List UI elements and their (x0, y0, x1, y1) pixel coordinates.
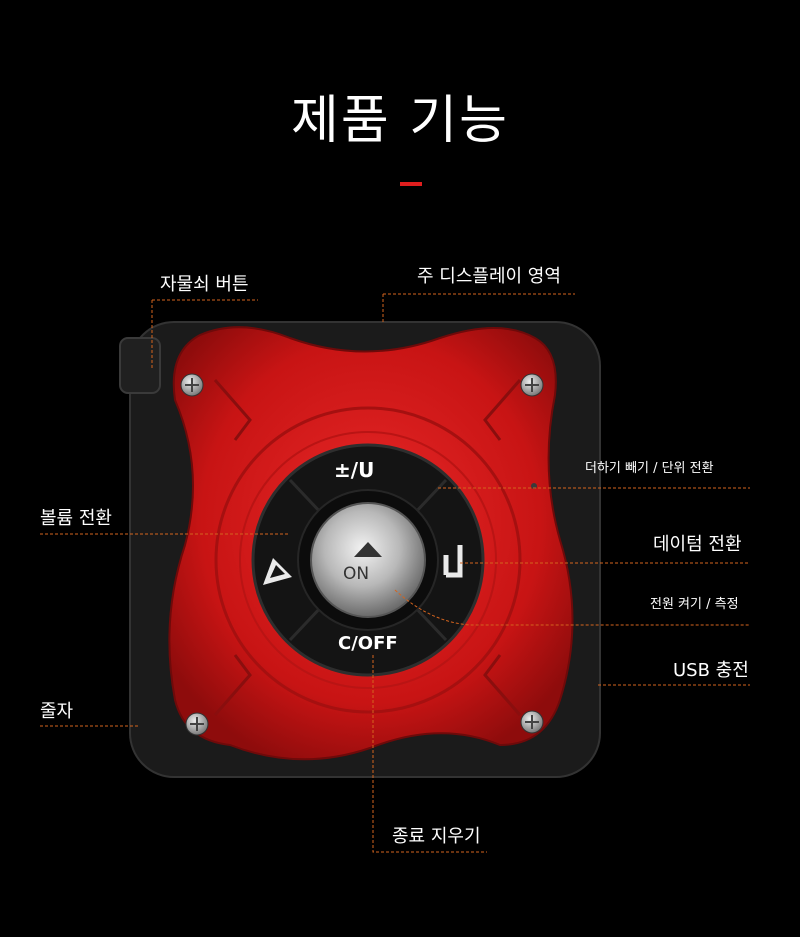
callout-datum-switch: 데이텀 전환 (653, 534, 742, 555)
callout-lock-button: 자물쇠 버튼 (160, 274, 249, 295)
callout-volume-switch: 볼륨 전환 (40, 508, 112, 529)
datum-icon (443, 545, 463, 578)
callout-main-display: 주 디스플레이 영역 (417, 266, 561, 287)
title-accent-bar (400, 182, 422, 186)
lock-button (119, 337, 161, 394)
callout-add-sub-unit: 더하기 빼기 / 단위 전환 (585, 461, 714, 476)
btn-bottom-label: C/OFF (338, 633, 398, 654)
up-arrow-icon (354, 542, 382, 557)
btn-top-label: ±/U (334, 458, 375, 482)
callout-power-measure: 전원 켜기 / 측정 (650, 597, 739, 612)
page-title: 제품 기능 (291, 91, 509, 151)
screws (180, 373, 544, 736)
callout-tape: 줄자 (40, 701, 74, 722)
btn-center-label: ON (343, 564, 370, 584)
on-button (310, 502, 426, 618)
callout-usb-charge: USB 충전 (673, 660, 749, 681)
callout-end-clear: 종료 지우기 (392, 826, 481, 847)
